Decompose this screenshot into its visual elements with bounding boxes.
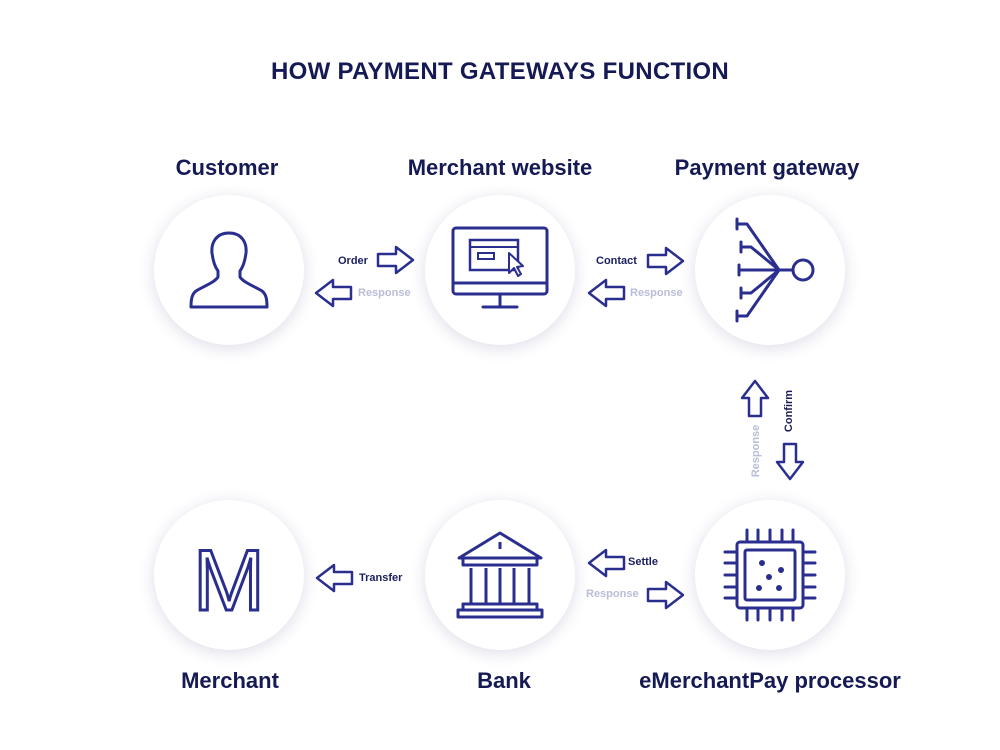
response-customer-arrow-label: Response bbox=[358, 287, 411, 299]
processor-node bbox=[695, 500, 845, 650]
contact-arrow-icon bbox=[646, 246, 685, 276]
response-processor-arrow-label: Response bbox=[586, 588, 639, 600]
confirm-arrow-icon bbox=[775, 442, 805, 481]
processor-chip-icon bbox=[723, 528, 817, 622]
payment-gateway-node bbox=[695, 195, 845, 345]
merchant-logo-icon: M bbox=[192, 532, 267, 631]
bank-label: Bank bbox=[477, 668, 531, 693]
response-processor-arrow-icon bbox=[646, 580, 685, 610]
payment-gateway-label: Payment gateway bbox=[674, 155, 860, 180]
bank-node bbox=[425, 500, 575, 650]
response-website-arrow-icon bbox=[587, 278, 626, 308]
diagram-title: HOW PAYMENT GATEWAYS FUNCTION bbox=[270, 58, 730, 85]
merchant-label: Merchant bbox=[181, 668, 279, 693]
response-gateway-arrow-label: Response bbox=[750, 424, 762, 478]
response-website-arrow-label: Response bbox=[630, 287, 683, 299]
contact-arrow-label: Contact bbox=[596, 255, 637, 267]
response-gateway-arrow-icon bbox=[740, 379, 770, 418]
order-arrow-icon bbox=[376, 245, 415, 275]
customer-label: Customer bbox=[175, 155, 279, 180]
settle-arrow-label: Settle bbox=[628, 556, 658, 568]
monitor-icon bbox=[451, 226, 549, 309]
customer-node bbox=[154, 195, 304, 345]
gateway-network-icon bbox=[735, 217, 815, 323]
transfer-arrow-label: Transfer bbox=[359, 572, 403, 584]
merchant-website-node bbox=[425, 195, 575, 345]
processor-label: eMerchantPay processor bbox=[639, 668, 901, 693]
transfer-arrow-icon bbox=[315, 563, 354, 593]
merchant-node: M bbox=[154, 500, 304, 650]
response-customer-arrow-icon bbox=[314, 278, 353, 308]
settle-arrow-icon bbox=[587, 548, 626, 578]
bank-icon bbox=[456, 531, 544, 619]
confirm-arrow-label: Confirm bbox=[783, 389, 795, 433]
merchant-website-label: Merchant website bbox=[407, 155, 593, 180]
user-icon bbox=[189, 231, 269, 309]
merchant-logo-letter: M bbox=[193, 533, 265, 629]
order-arrow-label: Order bbox=[338, 255, 368, 267]
